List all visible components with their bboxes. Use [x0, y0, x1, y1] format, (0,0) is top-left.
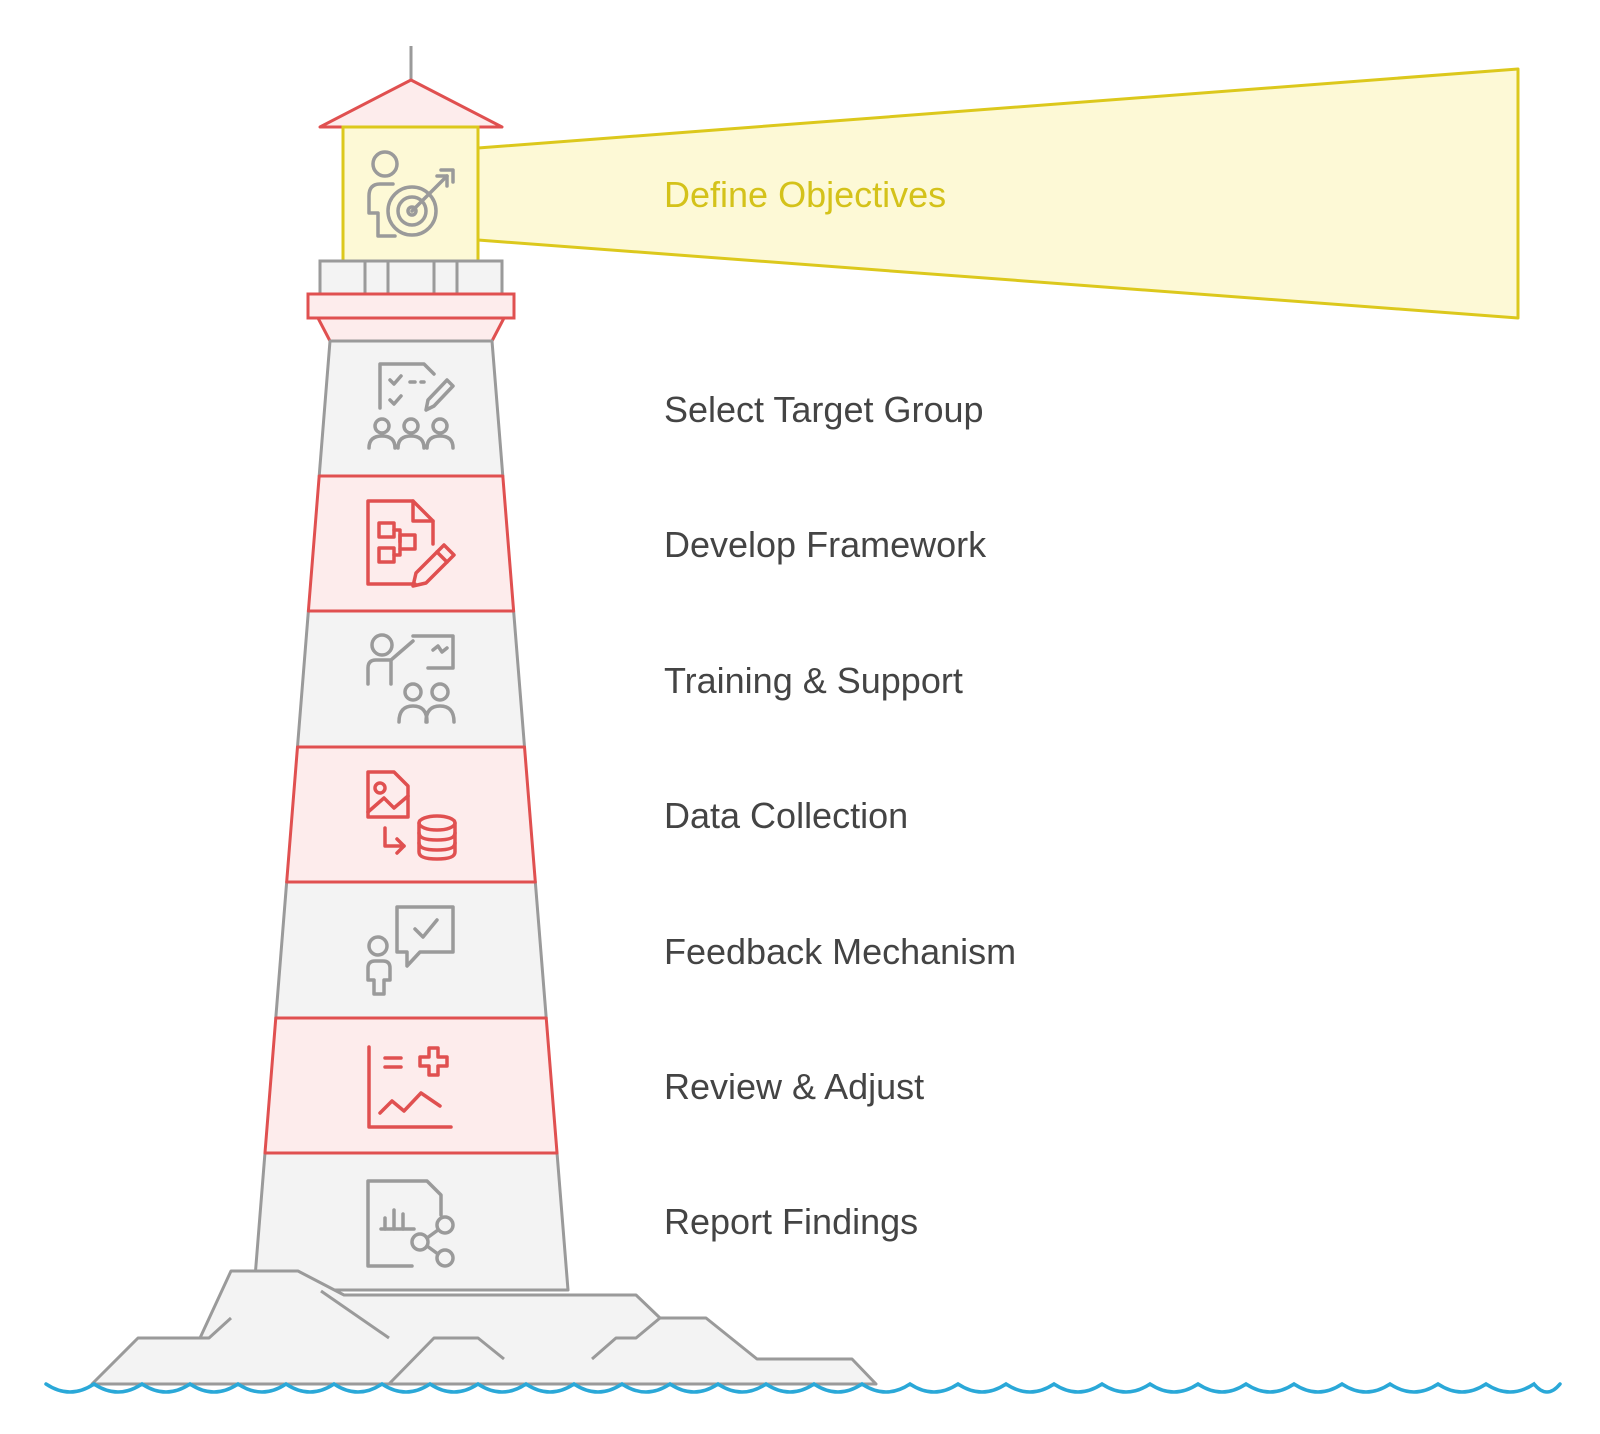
step-label-feedback-mechanism: Feedback Mechanism [664, 931, 1016, 972]
gallery-railing [318, 259, 504, 296]
tower-band-7 [252, 1151, 570, 1292]
step-label-define-objectives: Define Objectives [664, 174, 946, 215]
step-label-select-target-group: Select Target Group [664, 389, 984, 430]
report-share-icon [366, 1179, 455, 1268]
step-label-report-findings: Report Findings [664, 1201, 918, 1242]
light-beam [476, 67, 1520, 320]
lantern-room [341, 125, 480, 263]
tower-band-3 [295, 609, 527, 749]
step-label-data-collection: Data Collection [664, 795, 908, 836]
person-speech-check-icon [366, 905, 455, 996]
tower-band-4 [285, 745, 537, 884]
water-waves [44, 1381, 1562, 1394]
lantern-roof [318, 78, 504, 129]
step-label-develop-framework: Develop Framework [664, 524, 987, 565]
tower-band-2 [306, 474, 516, 613]
step-label-review-adjust: Review & Adjust [664, 1066, 924, 1107]
step-label-training-support: Training & Support [664, 660, 963, 701]
tower-band-6 [263, 1016, 559, 1155]
tower-cap [316, 316, 506, 343]
presenter-audience-icon [366, 633, 456, 724]
rocks [90, 1269, 878, 1386]
document-flowchart-pencil-icon [366, 499, 456, 588]
person-target-icon [367, 150, 455, 238]
tower-band-1 [317, 339, 505, 478]
gallery-deck [306, 292, 516, 320]
chart-plus-icon [367, 1045, 453, 1129]
image-to-database-icon [366, 770, 457, 861]
tower-bands [252, 339, 570, 1292]
tower-band-5 [274, 880, 548, 1020]
checklist-group-icon [367, 362, 455, 450]
